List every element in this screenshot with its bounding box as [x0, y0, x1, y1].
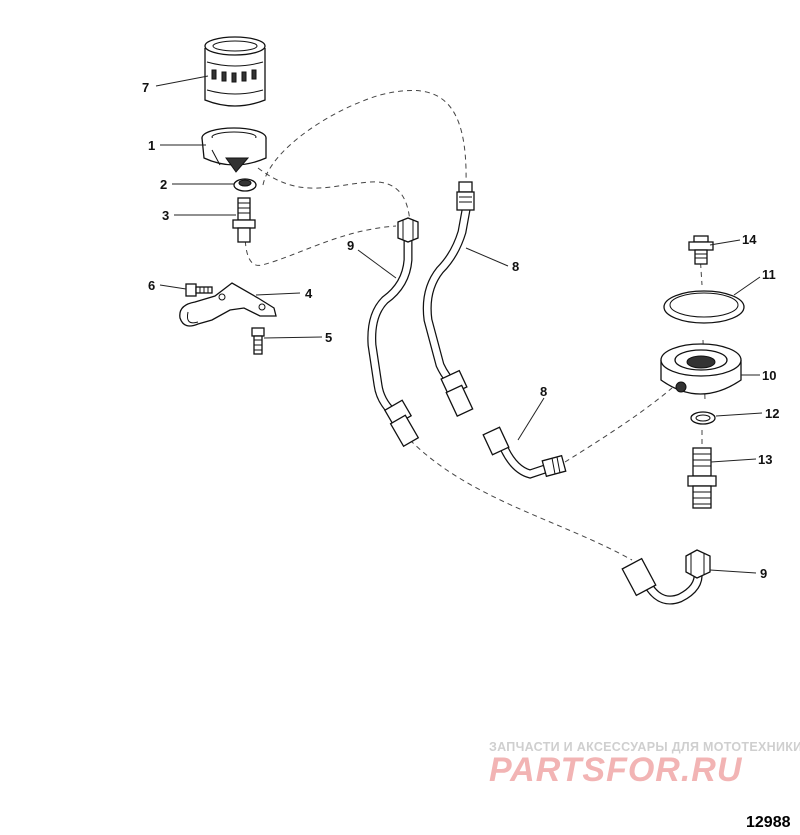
oil-hose-left	[367, 217, 420, 448]
adapter-plate	[660, 343, 742, 395]
callout-3: 3	[162, 208, 169, 223]
callout-9-lower: 9	[760, 566, 767, 581]
bracket	[179, 282, 277, 327]
watermark: ЗАПЧАСТИ И АКСЕССУАРЫ ДЛЯ МОТОТЕХНИКИ PA…	[489, 740, 800, 789]
callout-8-upper: 8	[512, 259, 519, 274]
callout-14: 14	[742, 232, 757, 247]
watermark-brand: PARTSFOR.RU	[489, 751, 743, 789]
adapter-fitting-top	[688, 235, 714, 265]
threaded-fitting	[687, 447, 717, 509]
oil-hose-lower	[621, 549, 711, 605]
callout-7: 7	[142, 80, 149, 95]
fitting	[232, 197, 256, 243]
leader-lines	[155, 75, 763, 574]
callout-5: 5	[325, 330, 332, 345]
oil-hose-right	[422, 181, 475, 418]
callout-8-lower: 8	[540, 384, 547, 399]
callout-2: 2	[160, 177, 167, 192]
callout-9-upper: 9	[347, 238, 354, 253]
callout-11: 11	[762, 267, 776, 282]
watermark-tagline: ЗАПЧАСТИ И АКСЕССУАРЫ ДЛЯ МОТОТЕХНИКИ	[489, 740, 800, 754]
washer	[233, 178, 257, 192]
screw	[251, 327, 265, 355]
callout-13: 13	[758, 452, 772, 467]
callout-10: 10	[762, 368, 776, 383]
figure-number: 12988	[746, 814, 791, 831]
callout-12: 12	[765, 406, 779, 421]
callout-labels: 7 1 2 3 6 4 5 9 8 8 9 14 11 10 12 13	[142, 80, 779, 581]
oil-filter	[204, 36, 266, 107]
callout-6: 6	[148, 278, 155, 293]
callout-1: 1	[148, 138, 155, 153]
bolt	[185, 283, 213, 297]
oil-hose-elbow	[482, 426, 567, 479]
filter-adapter	[201, 127, 267, 173]
small-o-ring	[690, 411, 716, 425]
gasket-ring	[663, 290, 745, 324]
dashed-guide-lines	[244, 89, 706, 561]
callout-4: 4	[305, 286, 313, 301]
